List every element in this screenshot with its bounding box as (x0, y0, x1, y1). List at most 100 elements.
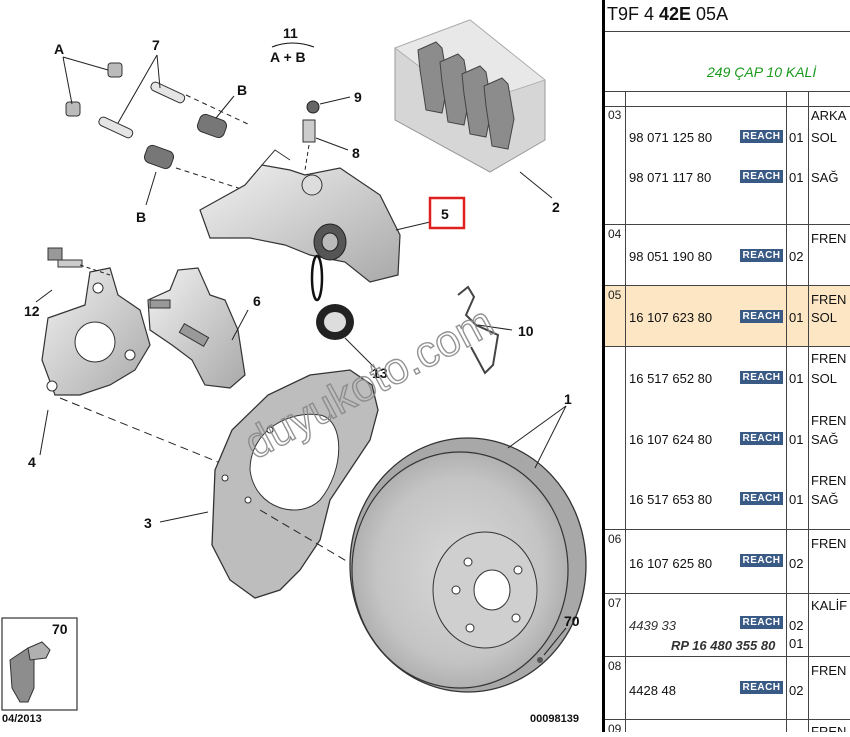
callout-7: 7 (152, 37, 160, 53)
reach-badge: REACH (740, 170, 783, 183)
panel-divider (602, 0, 605, 732)
table-row[interactable]: 07 KALİF 4439 33 REACH 02 RP 16 480 355 … (605, 594, 850, 657)
part-side: SOL (811, 130, 838, 145)
column-rule (625, 91, 626, 732)
subheader-text: 249 ÇAP 10 KALİ (707, 64, 817, 80)
part-side: SOL (811, 310, 838, 325)
column-rule (808, 91, 809, 732)
table-subheader: 249 ÇAP 10 KALİ (605, 31, 850, 92)
leader-2 (519, 171, 553, 199)
brake-caliper (199, 149, 401, 283)
bleed-screw (302, 119, 316, 143)
diagram-date: 04/2013 (2, 713, 42, 725)
parts-table: T9F 4 42E 05A 249 ÇAP 10 KALİ 03 ARKA 98… (605, 0, 850, 732)
part-side: SAĞ (811, 432, 839, 447)
group-number: 03 (608, 108, 622, 122)
reach-badge: REACH (740, 432, 783, 445)
part-side: SAĞ (811, 492, 839, 507)
part-heading: FREN (811, 292, 847, 307)
brake-disc (349, 437, 587, 693)
callout-12: 12 (24, 303, 40, 319)
part-quantity: 02 (789, 683, 804, 698)
callout-13: 13 (372, 365, 388, 381)
table-row[interactable]: 08 FREN 4428 48 REACH 02 (605, 657, 850, 720)
callout-70-inset: 70 (52, 621, 68, 637)
brake-pad-set (394, 19, 546, 173)
part-quantity: 02 (789, 249, 804, 264)
part-quantity: 01 (789, 432, 804, 447)
part-reference[interactable]: 98 071 125 80 (629, 130, 713, 145)
part-heading: FREN (811, 413, 847, 428)
reach-badge: REACH (740, 681, 783, 694)
part-heading: ARKA (811, 108, 847, 123)
part-quantity: 01 (789, 636, 804, 651)
reach-badge: REACH (740, 554, 783, 567)
leaders-a-7-b (62, 54, 261, 206)
callout-8: 8 (352, 145, 360, 161)
wheel-hub-carrier (41, 267, 151, 396)
part-reference[interactable]: 16 107 625 80 (629, 556, 713, 571)
reach-badge: REACH (740, 249, 783, 262)
leader-13 (344, 337, 376, 369)
hub-bolt (47, 247, 83, 268)
table-header: T9F 4 42E 05A (605, 0, 850, 32)
callout-1: 1 (564, 391, 572, 407)
group-number: 09 (608, 722, 622, 732)
spring-clip (457, 285, 500, 375)
column-rule (786, 91, 787, 732)
exploded-diagram: 11 A + B A 7 B 9 8 2 5 B 12 6 10 13 4 1 … (1, 19, 587, 725)
part-quantity: 02 (789, 556, 804, 571)
brake-assembly-illustration: 11 A + B A 7 B 9 8 2 5 B 12 6 10 13 4 1 … (1, 19, 587, 725)
reach-badge: REACH (740, 310, 783, 323)
part-heading: FREN (811, 351, 847, 366)
part-quantity: 01 (789, 310, 804, 325)
group-number: 07 (608, 596, 622, 610)
part-quantity: 01 (789, 170, 804, 185)
callout-5: 5 (441, 206, 449, 222)
part-reference[interactable]: 16 107 623 80 (629, 310, 713, 325)
reach-badge: REACH (740, 616, 783, 629)
disc-screw (537, 657, 543, 663)
callout-b-bottom: B (136, 209, 146, 225)
part-reference[interactable]: 16 517 652 80 (629, 371, 713, 386)
highlight-box-5 (428, 196, 466, 230)
part-reference[interactable]: 4428 48 (629, 683, 676, 698)
part-quantity: 01 (789, 492, 804, 507)
part-heading: KALİF (811, 598, 848, 613)
part-reference[interactable]: 98 071 117 80 (629, 170, 712, 185)
caliper-bracket (147, 267, 246, 389)
group-number: 05 (608, 288, 622, 302)
part-reference[interactable]: RP 16 480 355 80 (671, 638, 776, 653)
table-row[interactable]: 04 FREN 98 051 190 80 REACH 02 (605, 225, 850, 286)
part-side: SAĞ (811, 170, 839, 185)
part-reference[interactable]: 16 107 624 80 (629, 432, 713, 447)
piston-seal (310, 254, 354, 340)
group-number: 08 (608, 659, 622, 673)
table-row-highlighted[interactable]: 05 FREN 16 107 623 80 REACH 01 SOL (605, 286, 850, 347)
part-reference[interactable]: 16 517 653 80 (629, 492, 713, 507)
part-quantity: 02 (789, 618, 804, 633)
callout-a-plus-b: A + B (270, 49, 306, 65)
part-quantity: 01 (789, 371, 804, 386)
reach-badge: REACH (740, 130, 783, 143)
callout-70: 70 (564, 613, 580, 629)
part-heading: FREN (811, 663, 847, 678)
part-side: SOL (811, 371, 838, 386)
leader-5 (395, 221, 431, 231)
table-row[interactable]: FREN 16 517 652 80 REACH 01 SOL FREN 16 … (605, 347, 850, 530)
part-heading: FREN (811, 473, 847, 488)
part-heading: FREN (811, 724, 847, 732)
part-heading: FREN (811, 536, 847, 551)
diagram-code: 00098139 (530, 713, 579, 725)
part-reference[interactable]: 98 051 190 80 (629, 249, 713, 264)
catalog-code: T9F 4 42E 05A (607, 4, 729, 24)
part-reference[interactable]: 4439 33 (629, 618, 676, 633)
callout-6: 6 (253, 293, 261, 309)
table-row[interactable]: 09 FREN (605, 720, 850, 732)
callout-3: 3 (144, 515, 152, 531)
table-row[interactable]: 03 ARKA 98 071 125 80 REACH 01 SOL 98 07… (605, 106, 850, 225)
callout-4: 4 (28, 454, 36, 470)
callout-9: 9 (354, 89, 362, 105)
reach-badge: REACH (740, 371, 783, 384)
table-row[interactable]: 06 FREN 16 107 625 80 REACH 02 (605, 530, 850, 594)
